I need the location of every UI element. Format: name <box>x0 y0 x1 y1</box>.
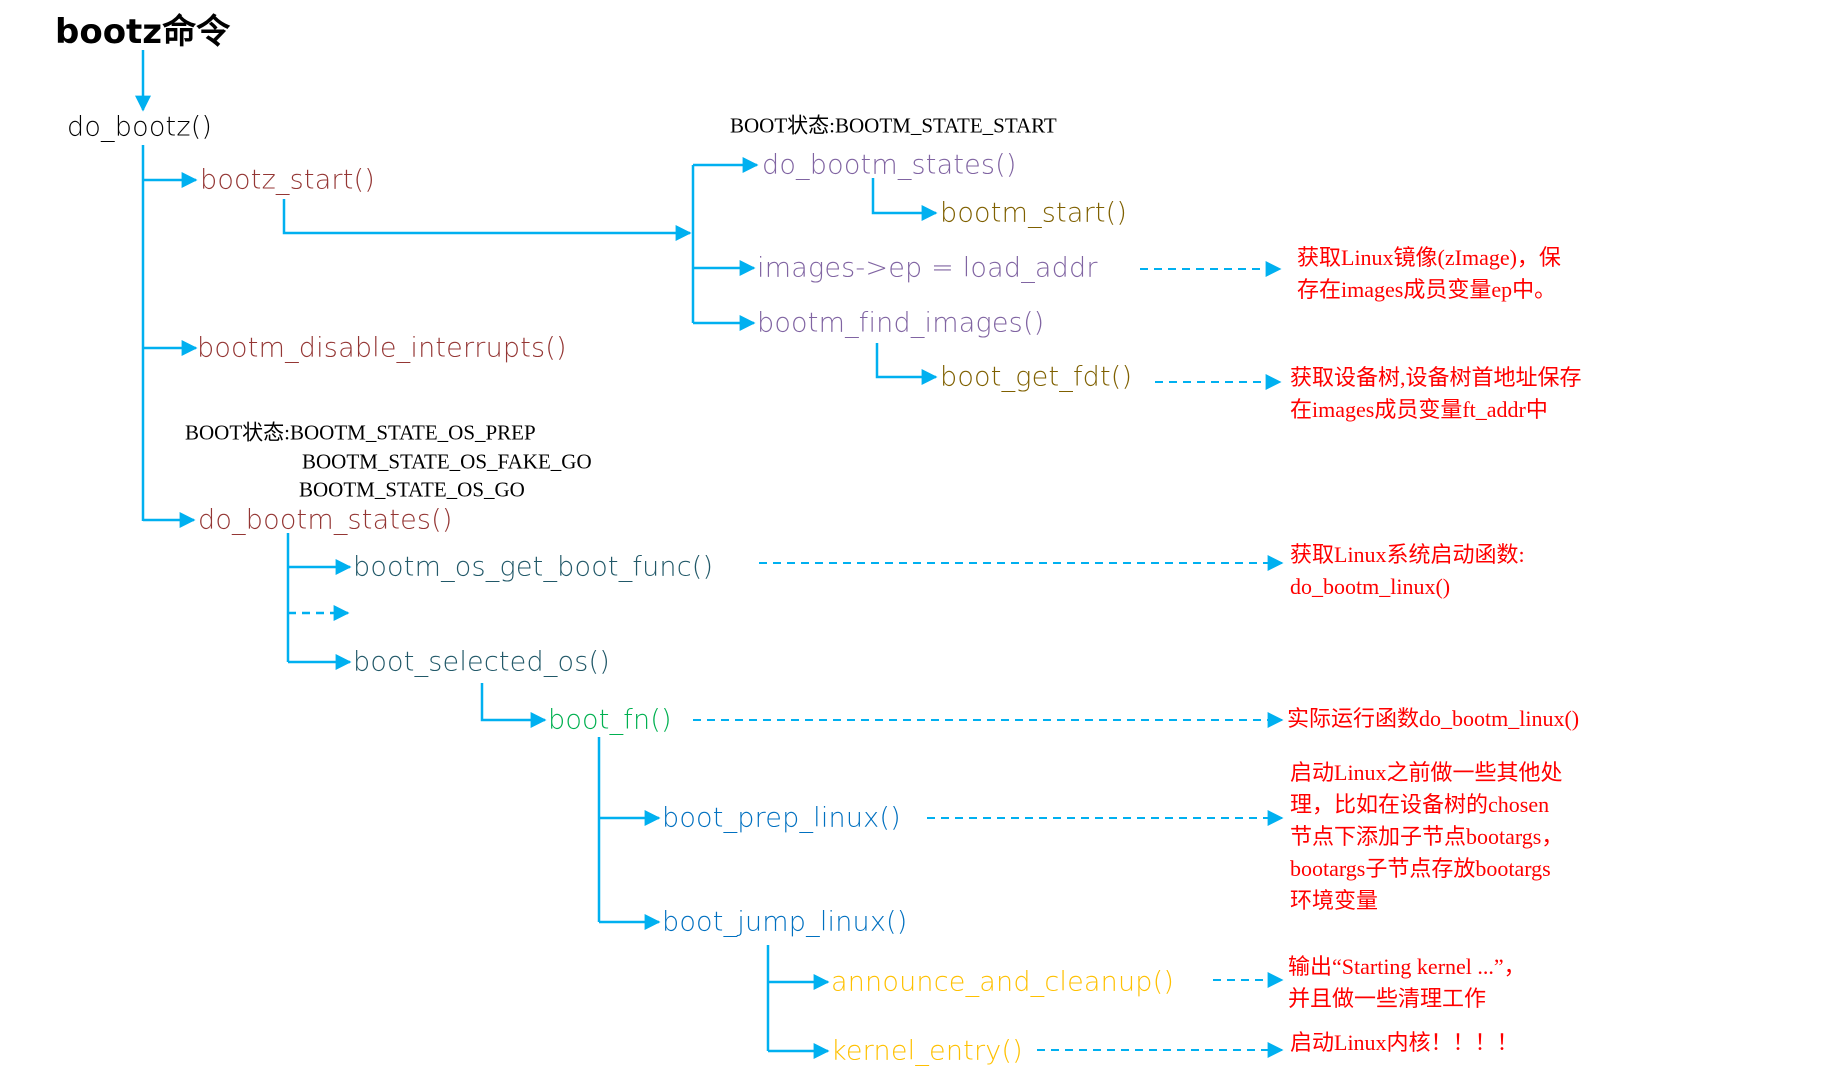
note-kernel-entry: 启动Linux内核！！！！ <box>1290 1027 1519 1059</box>
note-line: 启动Linux内核！！！！ <box>1290 1030 1519 1055</box>
note-line: 获取Linux镜像(zImage)，保 <box>1297 245 1561 270</box>
node-do-bootm-states-start: do_bootm_states() <box>762 149 1017 181</box>
note-line: 获取设备树,设备树首地址保存 <box>1290 365 1582 390</box>
note-bootm-os-get-boot-func: 获取Linux系统启动函数: do_bootm_linux() <box>1290 539 1525 603</box>
note-line: 输出“Starting kernel ...”， <box>1288 954 1526 979</box>
note-line: bootargs子节点存放bootargs <box>1290 856 1551 881</box>
node-bootz-start: bootz_start() <box>200 164 375 196</box>
note-images-ep: 获取Linux镜像(zImage)，保 存在images成员变量ep中。 <box>1297 242 1561 306</box>
note-line: 存在images成员变量ep中。 <box>1297 277 1557 302</box>
node-bootm-start: bootm_start() <box>940 197 1128 229</box>
note-line: 获取Linux系统启动函数: <box>1290 542 1525 567</box>
node-boot-selected-os: boot_selected_os() <box>353 646 610 678</box>
note-line: 实际运行函数do_bootm_linux() <box>1287 706 1580 731</box>
node-kernel-entry: kernel_entry() <box>831 1035 1023 1067</box>
note-line: 节点下添加子节点bootargs， <box>1290 824 1564 849</box>
node-images-ep: images->ep = load_addr <box>757 252 1098 284</box>
node-boot-jump-linux: boot_jump_linux() <box>662 906 908 938</box>
note-line: do_bootm_linux() <box>1290 574 1451 599</box>
note-line: 理，比如在设备树的chosen <box>1290 792 1550 817</box>
note-boot-get-fdt: 获取设备树,设备树首地址保存 在images成员变量ft_addr中 <box>1290 362 1582 426</box>
note-boot-prep-linux: 启动Linux之前做一些其他处 理，比如在设备树的chosen 节点下添加子节点… <box>1290 757 1563 917</box>
node-boot-prep-linux: boot_prep_linux() <box>662 802 901 834</box>
node-boot-fn: boot_fn() <box>548 704 672 736</box>
node-do-bootm-states-os: do_bootm_states() <box>198 504 453 536</box>
note-announce-and-cleanup: 输出“Starting kernel ...”， 并且做一些清理工作 <box>1288 951 1526 1015</box>
state-label-start: BOOT状态:BOOTM_STATE_START <box>730 113 1057 138</box>
state-label-os-go: BOOTM_STATE_OS_GO <box>299 477 525 502</box>
note-line: 环境变量 <box>1290 888 1379 913</box>
node-do-bootz: do_bootz() <box>67 111 213 143</box>
note-line: 并且做一些清理工作 <box>1288 986 1487 1011</box>
arrow-boot-get-fdt <box>875 343 938 385</box>
note-line: 在images成员变量ft_addr中 <box>1290 397 1548 422</box>
state-label-os-fake-go: BOOTM_STATE_OS_FAKE_GO <box>302 449 592 474</box>
arrow-boot-fn <box>480 683 547 728</box>
node-bootm-disable-interrupts: bootm_disable_interrupts() <box>197 332 567 364</box>
bootz-start-to-bracket <box>282 199 692 241</box>
note-boot-fn: 实际运行函数do_bootm_linux() <box>1287 703 1579 735</box>
state-label-os-prep: BOOT状态:BOOTM_STATE_OS_PREP <box>185 420 536 445</box>
node-boot-get-fdt: boot_get_fdt() <box>940 361 1133 393</box>
note-line: 启动Linux之前做一些其他处 <box>1290 760 1563 785</box>
node-announce-and-cleanup: announce_and_cleanup() <box>831 966 1175 998</box>
node-bootm-os-get-boot-func: bootm_os_get_boot_func() <box>353 551 714 583</box>
node-bootm-find-images: bootm_find_images() <box>757 307 1045 339</box>
diagram-title: bootz命令 <box>55 12 231 52</box>
arrow-bootm-start <box>871 178 938 221</box>
